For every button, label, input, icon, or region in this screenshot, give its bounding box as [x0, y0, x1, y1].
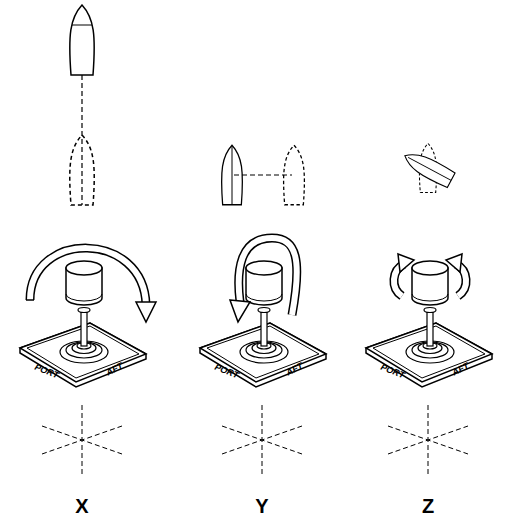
panel-letter: X: [75, 496, 88, 516]
panel-letter: Y: [255, 496, 268, 516]
panel-letter: Z: [422, 496, 434, 516]
